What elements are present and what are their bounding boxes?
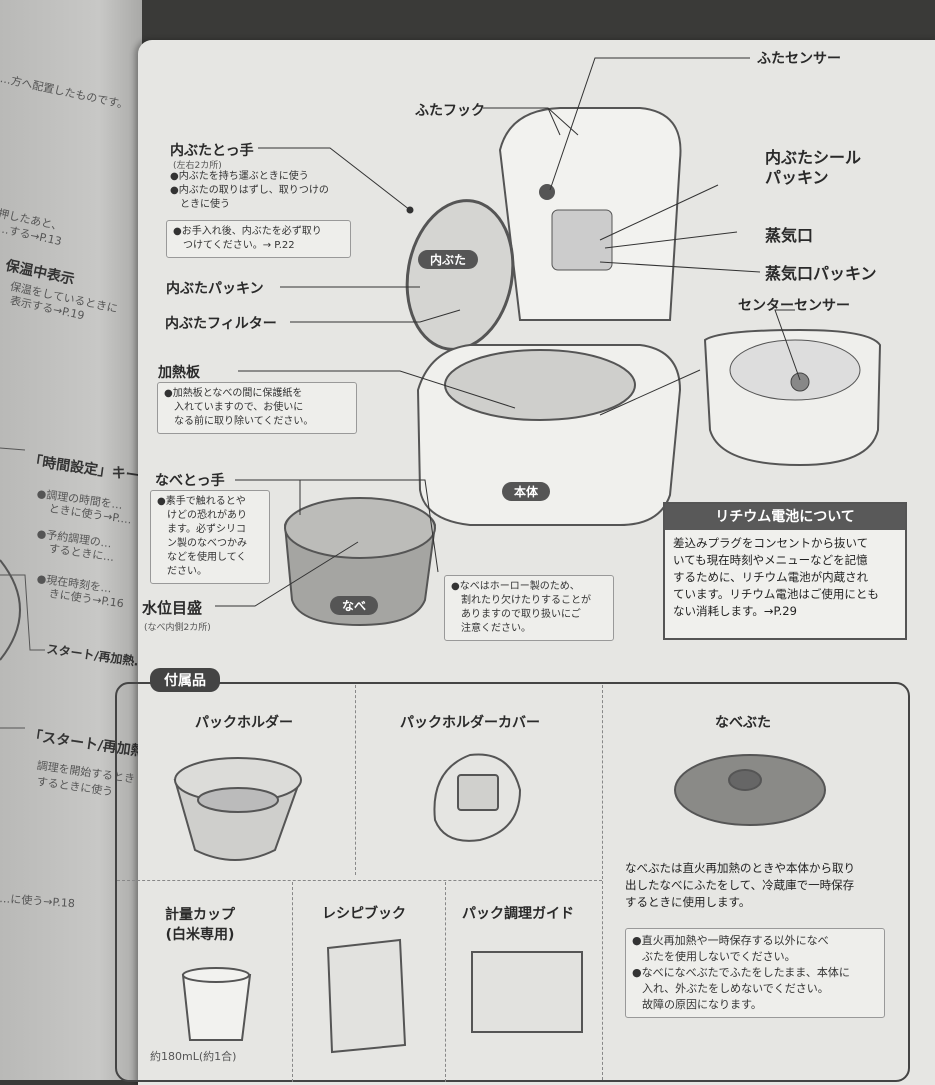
label-pot-lid: なべぶた bbox=[715, 715, 771, 731]
left-page-illustration bbox=[0, 447, 45, 729]
label-heating-plate: 加熱板 bbox=[158, 365, 200, 381]
note-line: ●なべはホーロー製のため、 bbox=[451, 581, 580, 592]
note-line: ●お手入れ後、内ぶたを必ず取り bbox=[173, 226, 322, 237]
label-futa-hook: ふたフック bbox=[415, 103, 485, 119]
note-line: などを使用してく bbox=[167, 552, 247, 563]
label-line: (白米専用) bbox=[165, 927, 235, 943]
inner-lid-handle-box: ●お手入れ後、内ぶたを必ず取り つけてください。→ P.22 bbox=[166, 220, 351, 258]
note-line: 故障の原因になります。 bbox=[642, 998, 762, 1011]
label-inner-lid-packing: 内ぶたパッキン bbox=[166, 281, 264, 297]
desc-line: 出したなべにふたをして、冷蔵庫で一時保存 bbox=[625, 878, 855, 892]
divider bbox=[117, 880, 602, 881]
divider bbox=[355, 685, 356, 875]
recipe-book-drawing bbox=[326, 938, 407, 1054]
note-line: ●直火再加熱や一時保存する以外になべ bbox=[632, 934, 829, 947]
inner-lid-tag: 内ぶた bbox=[418, 250, 479, 269]
label-steam-vent-packing: 蒸気口パッキン bbox=[765, 264, 877, 283]
label-recipe-book: レシピブック bbox=[322, 906, 406, 922]
pot-handle-box: ●素手で触れるとや けどの恐れがあり ます。必ずシリコ ン製のなべつかみ などを… bbox=[150, 490, 270, 584]
note-line: ●加熱板となべの間に保護紙を bbox=[164, 388, 303, 399]
note-line: ●内ぶたの取りはずし、取りつけの bbox=[170, 185, 329, 196]
note-line: ン製のなべつかみ bbox=[167, 538, 247, 549]
note-line: ●内ぶたを持ち運ぶときに使う bbox=[170, 171, 309, 182]
label-pot-handle: なべとっ手 bbox=[155, 473, 225, 489]
label-inner-lid-handle: 内ぶたとっ手 bbox=[170, 143, 254, 159]
label-sub: (なべ内側2カ所) bbox=[144, 623, 211, 633]
accessories-title: 付属品 bbox=[150, 668, 220, 692]
note-line: ●なべになべぶたでふたをしたまま、本体に bbox=[632, 966, 850, 979]
label-inner-lid-seal: 内ぶたシール パッキン bbox=[765, 148, 861, 188]
center-sensor bbox=[790, 372, 810, 392]
note-line: 割れたり欠けたりすることが bbox=[461, 595, 591, 606]
note-line: 注意ください。 bbox=[461, 623, 531, 634]
body-tag: 本体 bbox=[502, 482, 551, 501]
label-inner-lid-filter: 内ぶたフィルター bbox=[165, 316, 277, 332]
note-line: ださい。 bbox=[167, 566, 207, 577]
label-pack-holder: パックホルダー bbox=[195, 715, 293, 731]
label-center-sensor: センターセンサー bbox=[738, 298, 850, 314]
lithium-title: リチウム電池について bbox=[665, 504, 905, 530]
body-line: するために、リチウム電池が内蔵され bbox=[673, 570, 869, 584]
divider bbox=[602, 685, 603, 1080]
pack-holder-cover-drawing bbox=[433, 753, 522, 842]
measuring-cup-capacity: 約180mL(約1合) bbox=[150, 1050, 237, 1063]
label-pack-guide: パック調理ガイド bbox=[462, 906, 574, 922]
label-steam-vent: 蒸気口 bbox=[765, 226, 814, 245]
note-line: けどの恐れがあり bbox=[167, 510, 247, 521]
note-line: 入れ、外ぶたをしめないでください。 bbox=[642, 982, 829, 995]
pot-lid-warning-box: ●直火再加熱や一時保存する以外になべ ぶたを使用しないでください。 ●なべになべ… bbox=[625, 928, 885, 1018]
pot-lid-description: なべぶたは直火再加熱のときや本体から取り 出したなべにふたをして、冷蔵庫で一時保… bbox=[625, 860, 855, 911]
label-line: 計量カップ bbox=[165, 907, 235, 923]
pot-note-box: ●なべはホーロー製のため、 割れたり欠けたりすることが ありますので取り扱いにご… bbox=[444, 575, 614, 641]
note-line: ときに使う bbox=[180, 199, 230, 210]
label-line: 内ぶたシール bbox=[765, 148, 862, 167]
measuring-cup-drawing bbox=[181, 967, 252, 1041]
pack-guide-drawing bbox=[471, 951, 583, 1033]
pack-holder-drawing bbox=[173, 757, 302, 861]
body-line: ています。リチウム電池はご使用にとも bbox=[673, 587, 879, 601]
label-futa-sensor: ふたセンサー bbox=[757, 51, 841, 67]
heating-plate-box: ●加熱板となべの間に保護紙を 入れていますので、お使いに なる前に取り除いてくだ… bbox=[157, 382, 357, 434]
note-line: 入れていますので、お使いに bbox=[174, 402, 304, 413]
left-page: …方へ配置したものです。 押したあと、 …する→P.13 保温中表示 保温をして… bbox=[0, 0, 142, 1080]
label-sub: (左右2カ所) bbox=[173, 161, 222, 171]
label-line: パッキン bbox=[765, 168, 829, 187]
note-line: ます。必ずシリコ bbox=[167, 524, 246, 535]
note-line: なる前に取り除いてください。 bbox=[174, 416, 314, 427]
inner-lid-handle-notes: ●内ぶたを持ち運ぶときに使う ●内ぶたの取りはずし、取りつけの ときに使う bbox=[170, 170, 329, 212]
body-line: 差込みプラグをコンセントから抜いて bbox=[673, 536, 869, 550]
body-line: いても現在時刻やメニューなどを記憶 bbox=[673, 553, 868, 567]
label-measuring-cup: 計量カップ (白米専用) bbox=[165, 905, 235, 945]
desc-line: するときに使用します。 bbox=[625, 895, 751, 909]
label-water-level: 水位目盛 bbox=[142, 599, 203, 617]
divider bbox=[445, 882, 446, 1082]
note-line: ●素手で触れるとや bbox=[157, 496, 246, 507]
note-line: ぶたを使用しないでください。 bbox=[642, 950, 796, 963]
divider bbox=[292, 882, 293, 1082]
pot-tag: なべ bbox=[330, 596, 379, 615]
steam-vent bbox=[551, 209, 613, 271]
note-line: ありますので取り扱いにご bbox=[461, 609, 581, 620]
lithium-body: 差込みプラグをコンセントから抜いて いても現在時刻やメニューなどを記憶 するため… bbox=[665, 530, 905, 625]
pot-lid-drawing bbox=[674, 754, 826, 826]
body-line: ない消耗します。→P.29 bbox=[673, 604, 797, 618]
note-line: つけてください。→ P.22 bbox=[183, 240, 295, 251]
inner-lid bbox=[405, 199, 515, 351]
label-pack-holder-cover: パックホルダーカバー bbox=[400, 715, 540, 731]
desc-line: なべぶたは直火再加熱のときや本体から取り bbox=[625, 861, 855, 875]
lithium-battery-box: リチウム電池について 差込みプラグをコンセントから抜いて いても現在時刻やメニュ… bbox=[663, 502, 907, 640]
